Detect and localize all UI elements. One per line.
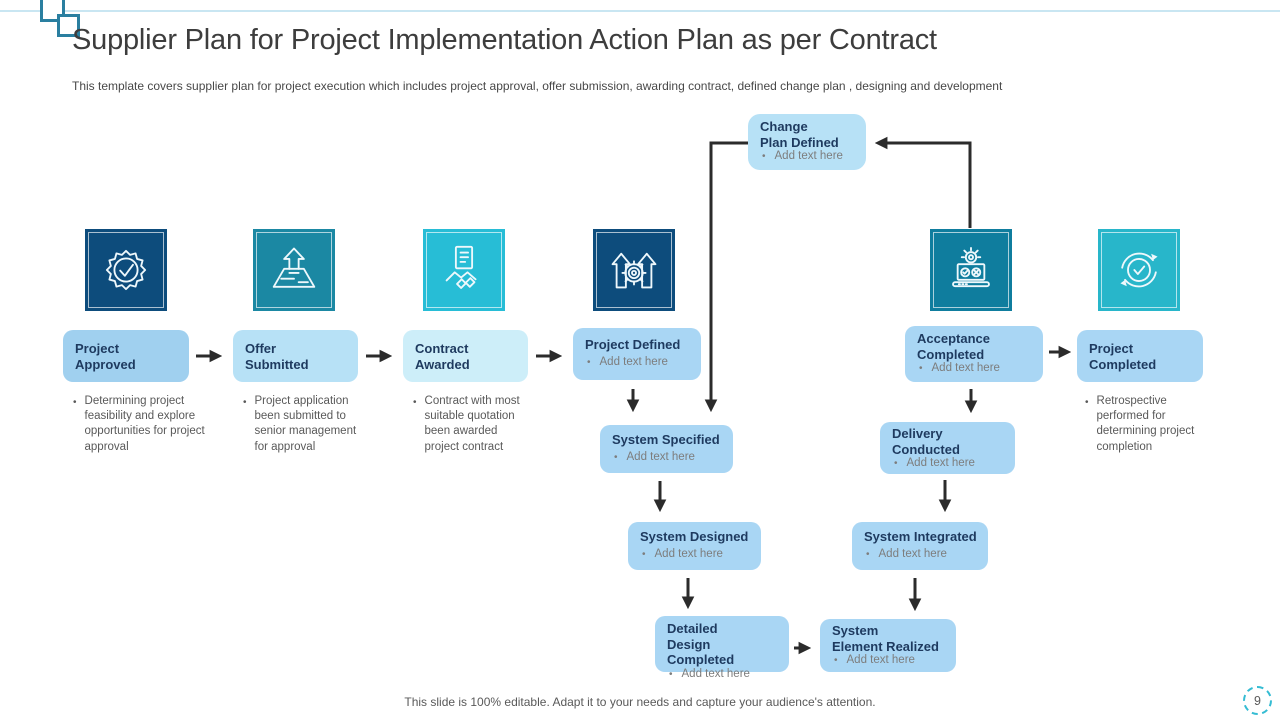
bullet-icon: • (73, 397, 77, 408)
add-text-placeholder[interactable]: • Add text here (614, 450, 695, 463)
seal-check-icon[interactable] (85, 229, 167, 311)
flow-box-title: System (832, 623, 879, 638)
bullet-icon: • (834, 655, 838, 667)
stage-title: Project Defined (585, 337, 681, 352)
flow-box-title: Design Completed (667, 636, 735, 668)
stage-description-project-approved: • Determining project feasibility and ex… (73, 394, 205, 455)
bullet-icon: • (919, 363, 923, 375)
stage-description-contract-awarded: • Contract with most suitable quotation … (413, 394, 535, 455)
bullet-icon: • (762, 151, 766, 163)
add-text-placeholder[interactable]: • Add text here (919, 362, 1000, 375)
flow-box-title: Detailed (667, 621, 718, 636)
refresh-check-icon[interactable] (1098, 229, 1180, 311)
bullet-icon: • (243, 397, 247, 408)
stage-title: Offer (245, 340, 277, 356)
stage-title: Submitted (245, 356, 309, 372)
flow-box-delivery-conducted[interactable]: Delivery Conducted • Add text here (880, 422, 1015, 474)
footer-note: This slide is 100% editable. Adapt it to… (404, 695, 876, 709)
stage-box-project-approved[interactable]: Project Approved (63, 330, 189, 382)
stage-title: Completed (1089, 356, 1157, 372)
flow-box-title: System Specified (612, 432, 720, 447)
add-text-placeholder[interactable]: • Add text here (866, 547, 947, 560)
stage-box-acceptance-completed[interactable]: Acceptance Completed • Add text here (905, 326, 1043, 382)
corner-squares-ornament-icon (57, 14, 80, 37)
laptop-approval-icon[interactable] (930, 229, 1012, 311)
flow-box-title: Conducted (892, 441, 960, 457)
slide-title: Supplier Plan for Project Implementation… (72, 24, 937, 56)
flow-box-system-element-realized[interactable]: System Element Realized • Add text here (820, 619, 956, 672)
flow-box-system-integrated[interactable]: System Integrated • Add text here (852, 522, 988, 570)
stage-title: Completed (917, 346, 985, 362)
stage-box-contract-awarded[interactable]: Contract Awarded (403, 330, 528, 382)
stage-box-project-defined[interactable]: Project Defined • Add text here (573, 328, 701, 380)
flow-box-change-plan-defined[interactable]: Change Plan Defined • Add text here (748, 114, 866, 170)
slide-subtitle: This template covers supplier plan for p… (72, 79, 1003, 93)
submit-upload-icon[interactable] (253, 229, 335, 311)
top-divider-line (0, 10, 1280, 12)
bullet-icon: • (1085, 397, 1089, 408)
gear-arrows-icon[interactable] (593, 229, 675, 311)
flow-box-title: System Designed (640, 529, 749, 544)
bullet-icon: • (669, 668, 673, 680)
page-number-badge: 9 (1243, 686, 1272, 715)
add-text-placeholder[interactable]: • Add text here (762, 150, 843, 163)
stage-title: Project (1089, 340, 1134, 356)
stage-title: Contract (415, 340, 469, 356)
stage-title: Approved (75, 356, 136, 372)
flow-box-title: Plan Defined (760, 134, 839, 150)
flow-box-detailed-design-completed[interactable]: Detailed Design Completed • Add text her… (655, 616, 789, 680)
stage-description-offer-submitted: • Project application been submitted to … (243, 394, 369, 455)
add-text-placeholder[interactable]: • Add text here (894, 457, 975, 470)
flow-box-system-specified[interactable]: System Specified • Add text here (600, 425, 733, 473)
bullet-icon: • (642, 548, 646, 560)
add-text-placeholder[interactable]: • Add text here (669, 667, 750, 680)
bullet-icon: • (587, 356, 591, 368)
bullet-icon: • (413, 397, 417, 408)
stage-title: Awarded (415, 356, 470, 372)
add-text-placeholder[interactable]: • Add text here (642, 547, 723, 560)
stage-box-project-completed[interactable]: Project Completed (1077, 330, 1203, 382)
stage-title: Project (75, 340, 120, 356)
flow-box-system-designed[interactable]: System Designed • Add text here (628, 522, 761, 570)
bullet-icon: • (614, 451, 618, 463)
contract-handshake-icon[interactable] (423, 229, 505, 311)
flow-box-title: Element Realized (832, 638, 939, 654)
bullet-icon: • (894, 458, 898, 470)
stage-box-offer-submitted[interactable]: Offer Submitted (233, 330, 358, 382)
add-text-placeholder[interactable]: • Add text here (587, 355, 668, 368)
add-text-placeholder[interactable]: • Add text here (834, 654, 915, 667)
flow-box-title: Change (760, 119, 808, 134)
flow-box-title: System Integrated (864, 529, 977, 544)
flow-box-title: Delivery (892, 426, 943, 441)
stage-title: Acceptance (917, 331, 990, 346)
bullet-icon: • (866, 548, 870, 560)
stage-description-project-completed: • Retrospective performed for determinin… (1085, 394, 1205, 455)
